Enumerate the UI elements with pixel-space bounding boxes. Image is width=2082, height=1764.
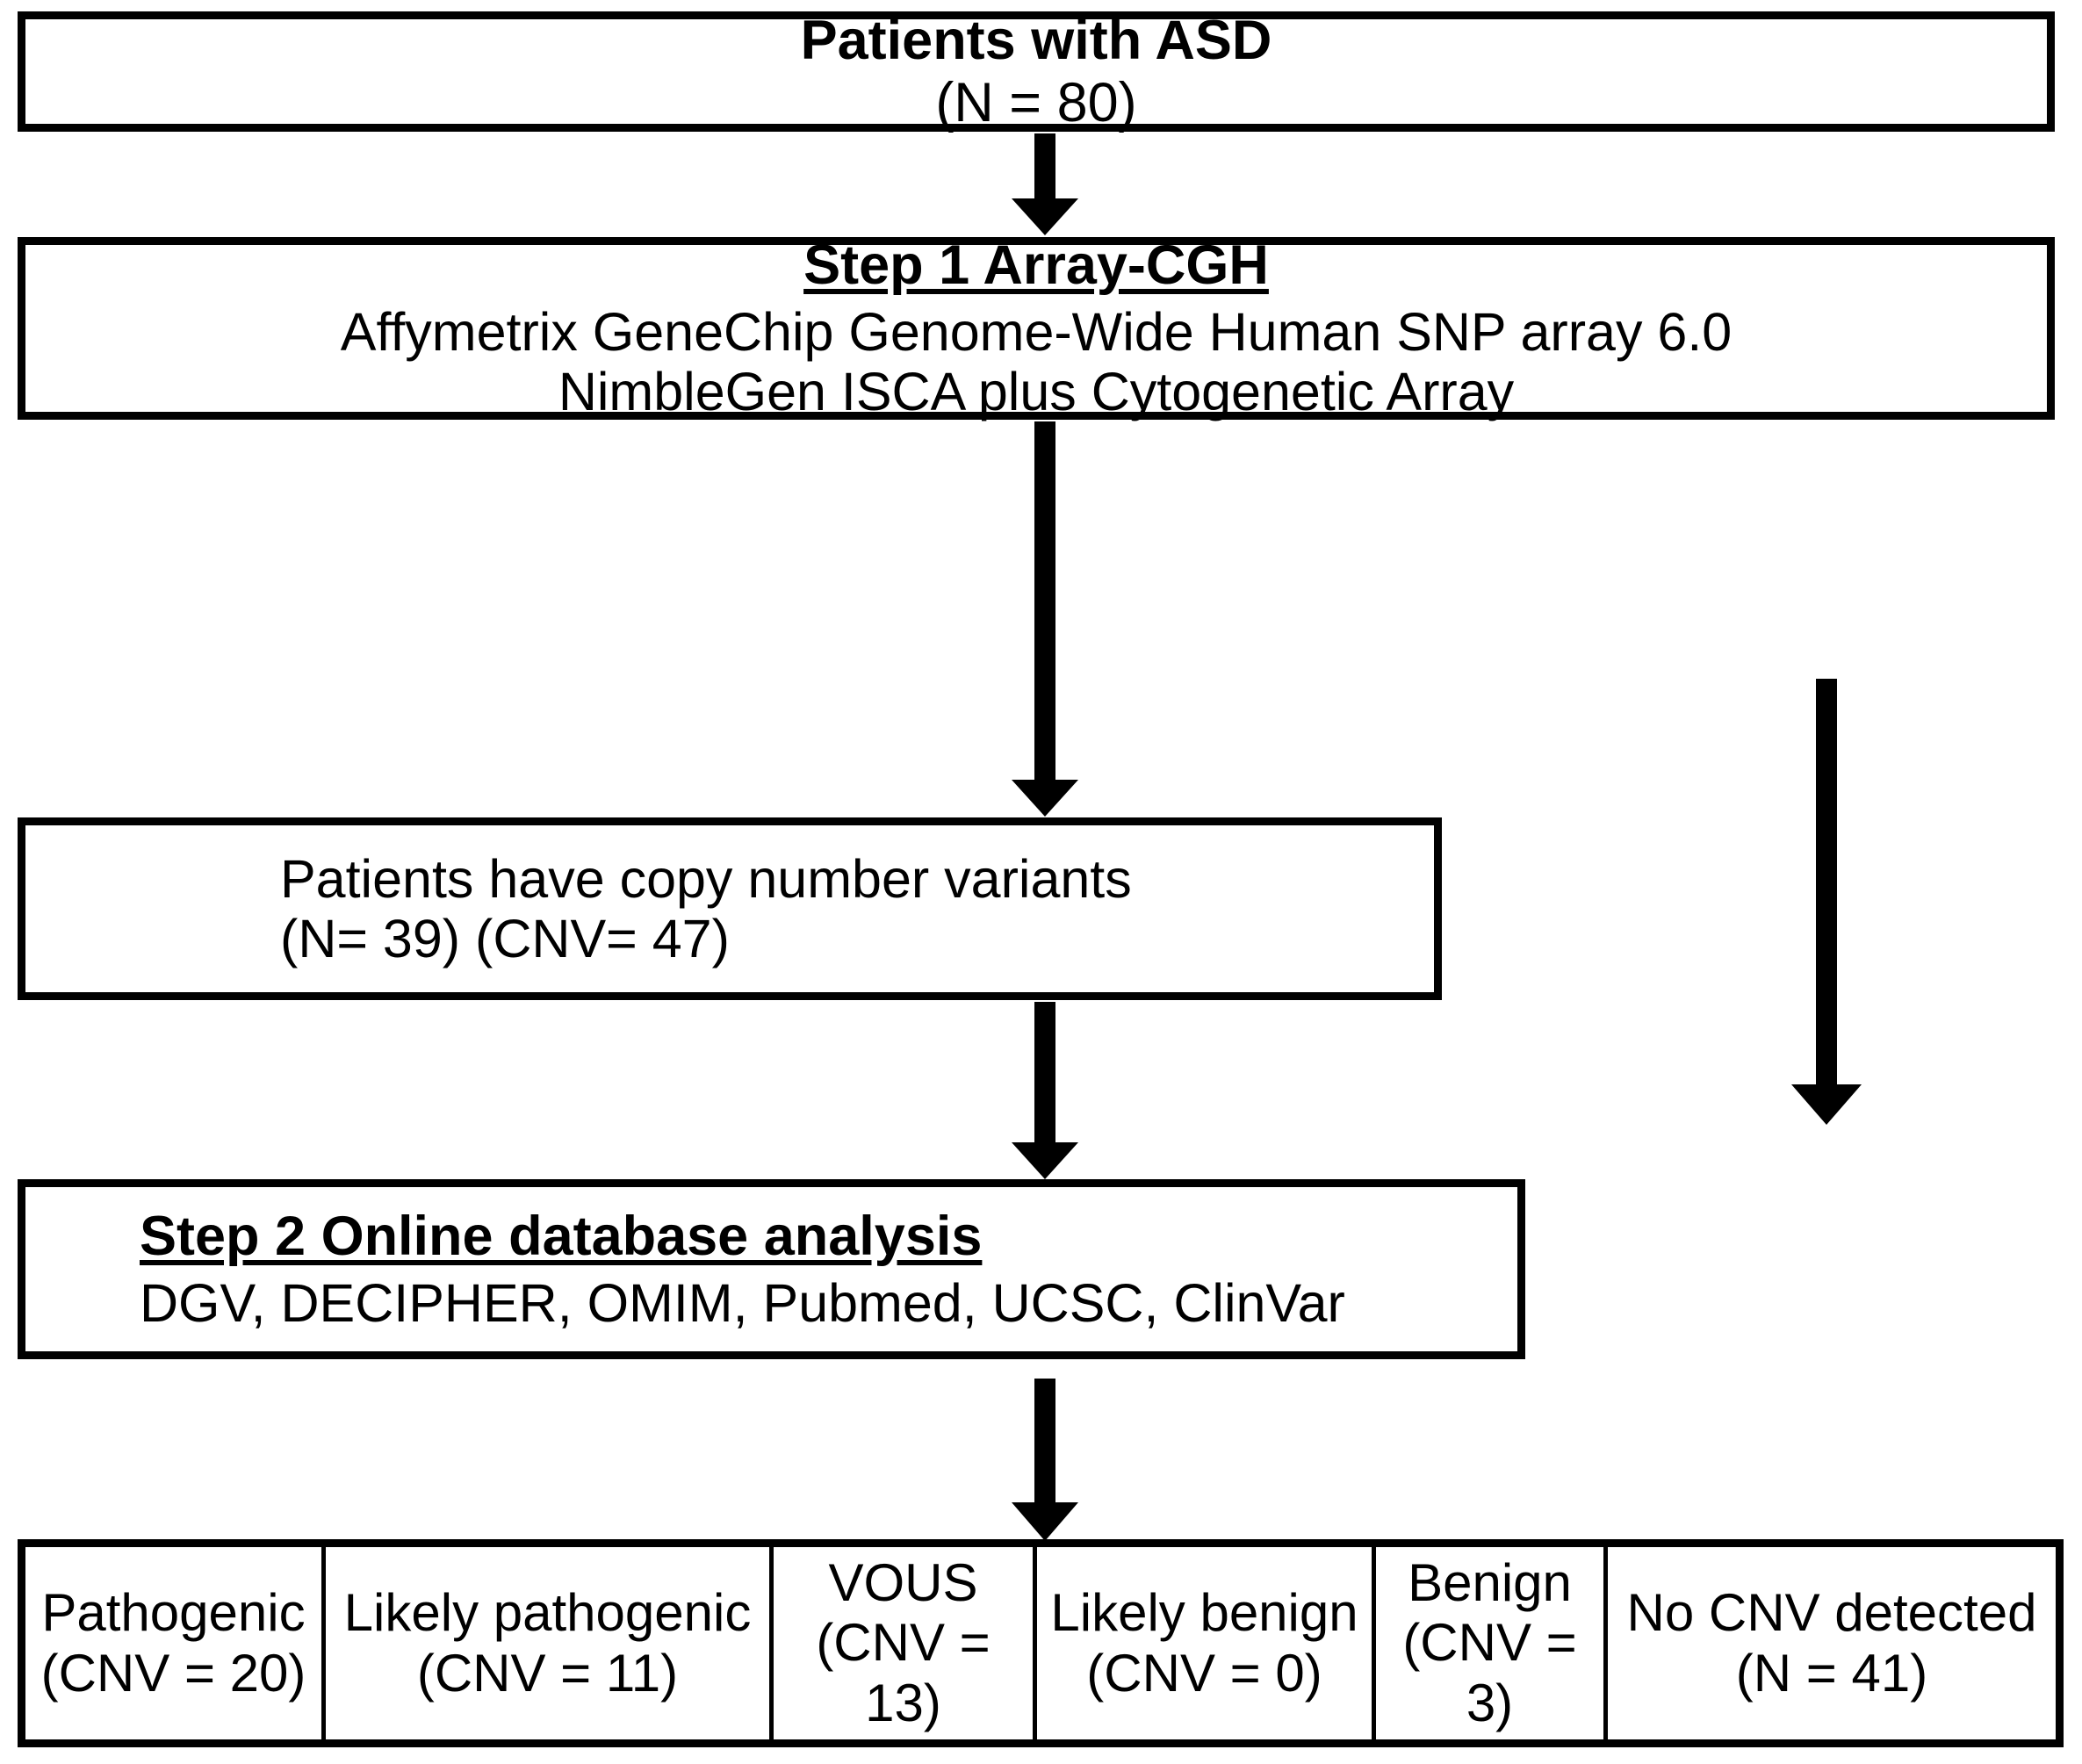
result-cell-likely-pathogenic: Likely pathogenic (CNV = 11) <box>321 1547 769 1739</box>
result-cell-pathogenic: Pathogenic (CNV = 20) <box>25 1547 321 1739</box>
node-step1-line-1: Affymetrix GeneChip Genome-Wide Human SN… <box>340 301 1733 362</box>
arrow-shaft <box>1034 421 1055 781</box>
result-cell-likely-benign: Likely benign (CNV = 0) <box>1033 1547 1372 1739</box>
result-label: Benign <box>1408 1552 1572 1612</box>
result-cell-benign: Benign (CNV = 3) <box>1372 1547 1603 1739</box>
arrow-shaft <box>1816 679 1837 1088</box>
node-step1-heading: Step 1 Array-CGH <box>803 234 1269 297</box>
node-patients-with-asd: Patients with ASD (N = 80) <box>18 9 2055 133</box>
result-label: Pathogenic <box>41 1583 306 1643</box>
result-count: (N = 41) <box>1735 1643 1928 1703</box>
arrow-head <box>1012 1142 1078 1179</box>
result-label: No CNV detected <box>1626 1583 2037 1643</box>
node-step-1-array-cgh: Step 1 Array-CGH Affymetrix GeneChip Gen… <box>18 234 2055 422</box>
node-step-2-online-database-analysis: Step 2 Online database analysis DGV, DEC… <box>18 1179 1525 1359</box>
result-label: Likely benign <box>1050 1583 1358 1643</box>
result-cell-no-cnv-detected: No CNV detected (N = 41) <box>1603 1547 2056 1739</box>
arrow-step2-to-results <box>1010 1379 1080 1541</box>
arrow-head <box>1012 198 1078 235</box>
arrow-step1-to-no-cnv-detected <box>1791 679 1862 1125</box>
result-count: (CNV = 3) <box>1402 1613 1577 1732</box>
arrow-shaft <box>1034 133 1055 200</box>
result-label: VOUS <box>828 1552 978 1612</box>
node-step2-line-1: DGV, DECIPHER, OMIM, Pubmed, UCSC, ClinV… <box>140 1272 1345 1333</box>
arrow-step1-to-cnv-found <box>1010 421 1080 817</box>
arrow-head <box>1791 1084 1862 1125</box>
node-patients-have-cnv: Patients have copy number variants (N= 3… <box>18 817 1442 1000</box>
node-step1-line-2: NimbleGen ISCA plus Cytogenetic Array <box>558 362 1515 422</box>
arrow-cnv-found-to-step2 <box>1010 1002 1080 1179</box>
arrow-head <box>1012 780 1078 817</box>
node-cnv-found-line-1: Patients have copy number variants <box>280 848 1132 909</box>
result-cell-vous: VOUS (CNV = 13) <box>769 1547 1033 1739</box>
results-row: Pathogenic (CNV = 20) Likely pathogenic … <box>18 1539 2064 1747</box>
node-cnv-found-line-2: (N= 39) (CNV= 47) <box>280 909 730 968</box>
result-count: (CNV = 13) <box>816 1613 991 1732</box>
arrow-shaft <box>1034 1379 1055 1504</box>
result-count: (CNV = 20) <box>40 1643 306 1703</box>
node-cohort-line-2: (N = 80) <box>935 71 1137 133</box>
arrow-cohort-to-step1 <box>1010 133 1080 235</box>
arrow-shaft <box>1034 1002 1055 1144</box>
result-label: Likely pathogenic <box>343 1583 752 1643</box>
result-count: (CNV = 0) <box>1086 1643 1322 1703</box>
result-count: (CNV = 11) <box>416 1643 679 1703</box>
node-cohort-line-1: Patients with ASD <box>800 9 1272 71</box>
node-step2-heading: Step 2 Online database analysis <box>140 1206 983 1268</box>
arrow-head <box>1012 1502 1078 1541</box>
